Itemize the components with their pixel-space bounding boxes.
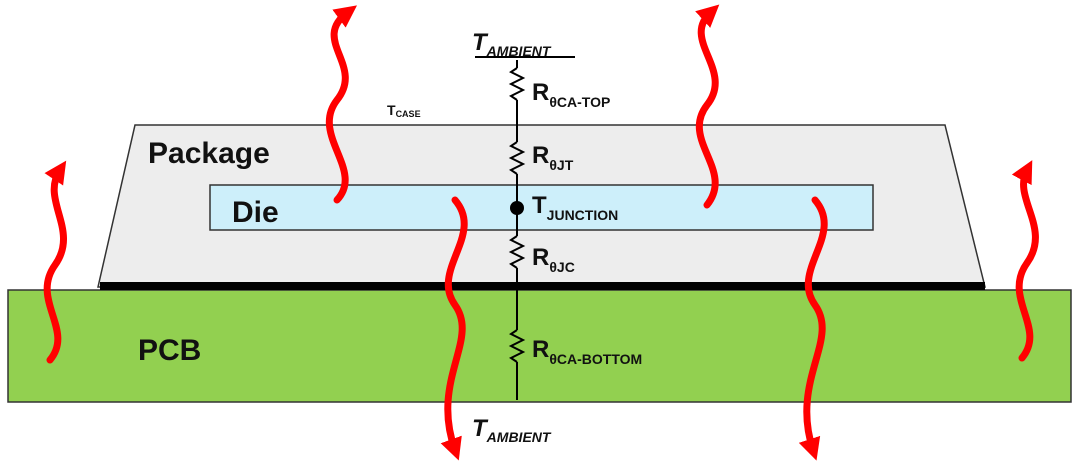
resistor-ca-top	[508, 67, 526, 101]
die-body	[209, 184, 874, 231]
junction-node	[510, 201, 524, 215]
r-ca-top-label: RθCA-TOP	[532, 79, 610, 110]
r-jt-sub: θJT	[549, 157, 573, 173]
heat-arrow-up-icon	[43, 160, 68, 364]
t-case-sub: CASE	[396, 109, 421, 119]
heat-arrow-up-icon	[695, 4, 720, 209]
r-ca-bottom-label: RθCA-BOTTOM	[532, 336, 642, 367]
r-jt-main: R	[532, 142, 549, 169]
t-ambient-top-sub: AMBIENT	[486, 43, 552, 59]
resistor-network	[508, 60, 526, 400]
heat-arrow-up-icon	[325, 5, 358, 204]
r-jc-label: RθJC	[532, 244, 575, 275]
heat-arrow-down-icon	[440, 196, 468, 461]
package-label: Package	[148, 137, 270, 170]
r-jc-main: R	[532, 244, 549, 271]
t-case-label: TCASE	[387, 102, 421, 119]
r-ca-top-sub: θCA-TOP	[549, 94, 610, 110]
r-jt-label: RθJT	[532, 142, 574, 173]
r-ca-bottom-main: R	[532, 336, 549, 363]
pcb-board	[7, 289, 1072, 403]
heat-arrow-down-icon	[798, 196, 828, 461]
die-label: Die	[232, 196, 279, 229]
package-base-line	[100, 282, 985, 290]
t-ambient-bottom-main: T	[472, 415, 489, 442]
t-ambient-bottom-label: TAMBIENT	[472, 415, 552, 445]
r-jc-sub: θJC	[549, 259, 574, 275]
r-ca-bottom-sub: θCA-BOTTOM	[549, 351, 642, 367]
resistor-jt	[508, 141, 526, 175]
heat-arrows	[43, 4, 1039, 461]
t-case-main: T	[387, 102, 396, 118]
t-ambient-top-label: TAMBIENT	[472, 29, 552, 59]
t-junction-label: TJUNCTION	[532, 192, 618, 223]
t-junction-main: T	[532, 192, 547, 219]
t-junction-sub: JUNCTION	[547, 207, 619, 223]
t-ambient-top-main: T	[472, 29, 489, 56]
r-ca-top-main: R	[532, 79, 549, 106]
t-ambient-bottom-sub: AMBIENT	[486, 429, 552, 445]
resistor-jc	[508, 235, 526, 269]
resistor-ca-bottom	[508, 329, 526, 363]
pcb-label: PCB	[138, 334, 201, 367]
heat-arrow-up-icon	[1011, 160, 1039, 362]
